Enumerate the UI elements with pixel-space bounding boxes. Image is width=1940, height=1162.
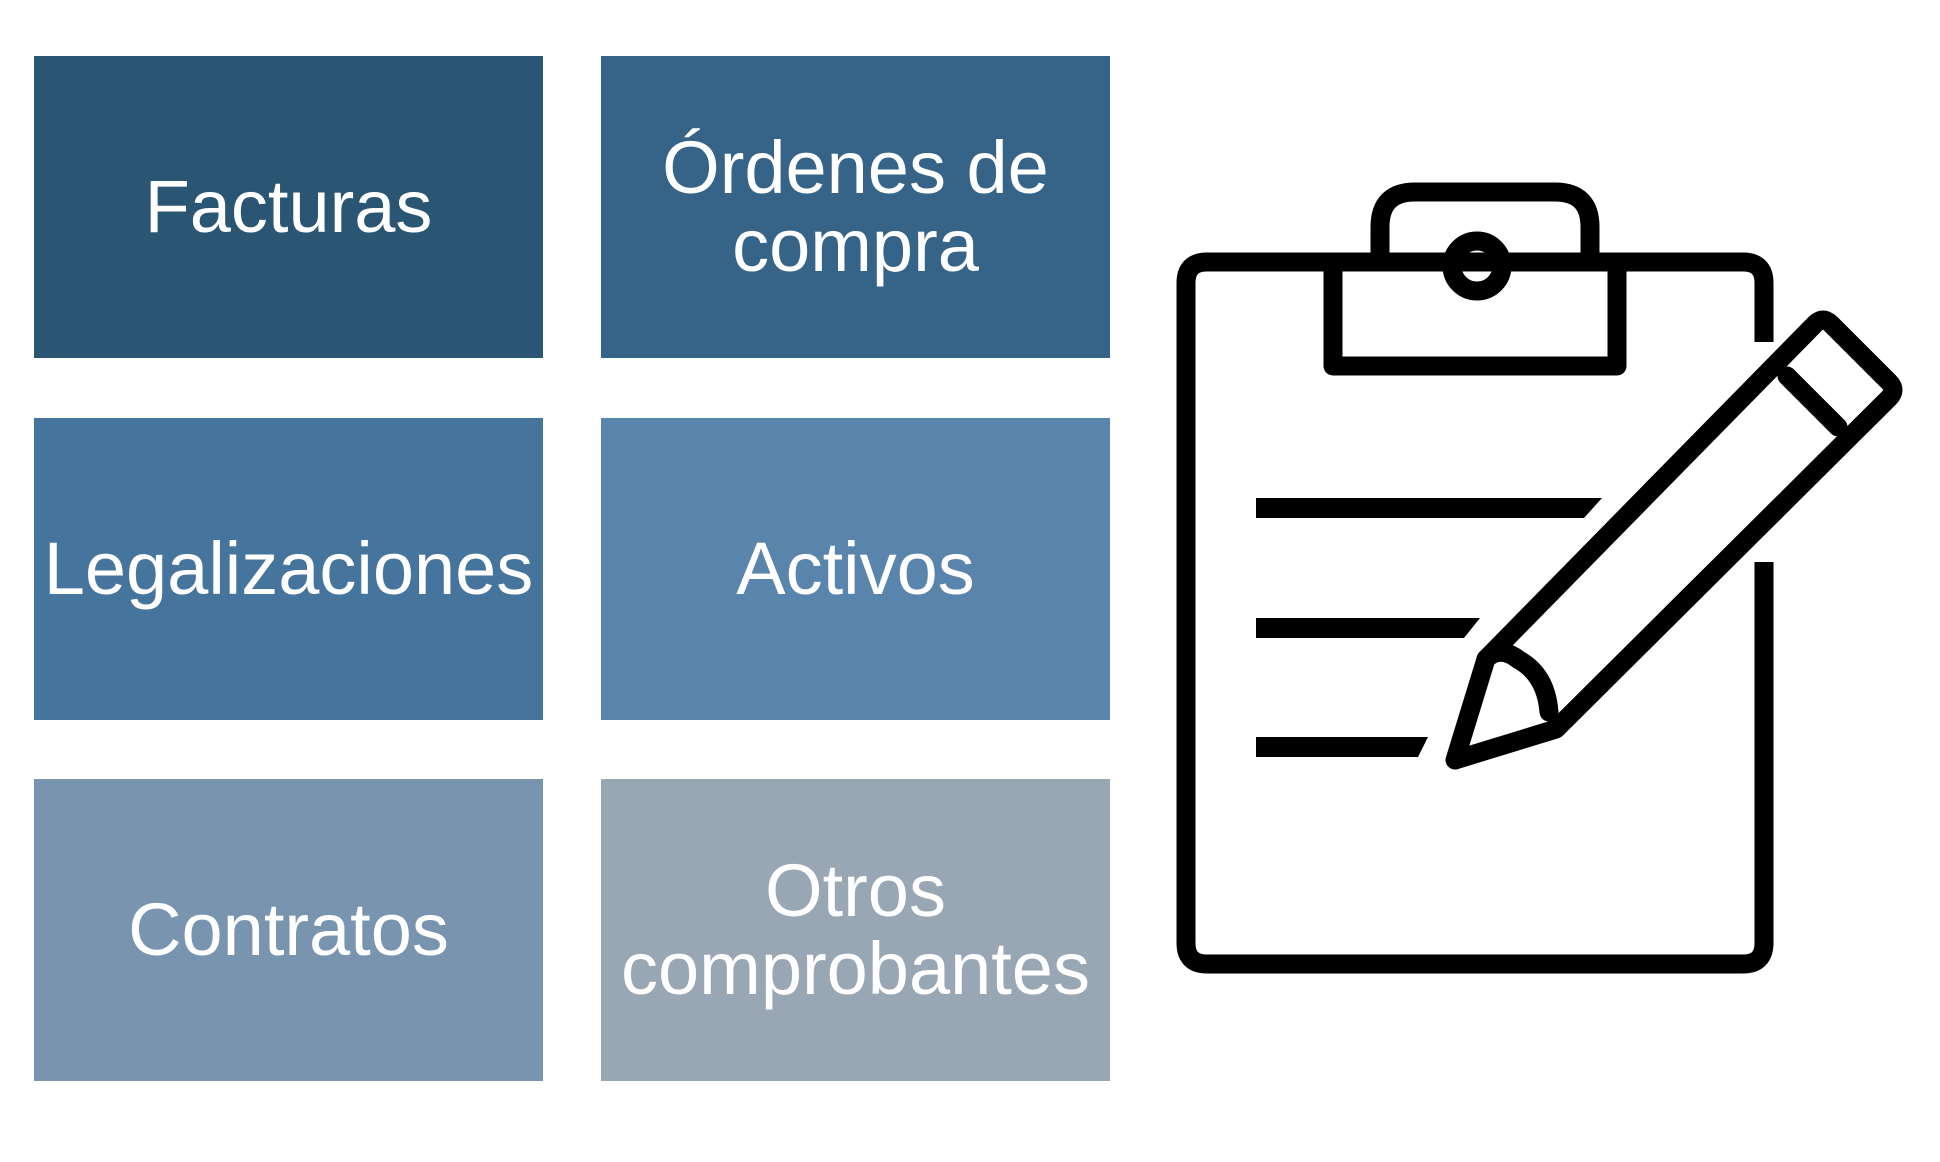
tile-facturas: Facturas: [34, 56, 543, 358]
clipboard-with-pencil-icon: [1176, 182, 1903, 974]
tile-label: Otros comprobantes: [621, 849, 1090, 1010]
tile-label: Contratos: [128, 888, 449, 971]
tile-legalizaciones: Legalizaciones: [34, 418, 543, 720]
tile-ordenes-de-compra: Órdenes de compra: [601, 56, 1110, 358]
tile-label: Facturas: [144, 165, 433, 248]
tile-otros-comprobantes: Otros comprobantes: [601, 779, 1110, 1081]
tile-activos: Activos: [601, 418, 1110, 720]
tile-contratos: Contratos: [34, 779, 543, 1081]
tile-label: Legalizaciones: [43, 527, 534, 610]
tile-label: Órdenes de compra: [662, 126, 1049, 287]
tile-label: Activos: [736, 527, 975, 610]
